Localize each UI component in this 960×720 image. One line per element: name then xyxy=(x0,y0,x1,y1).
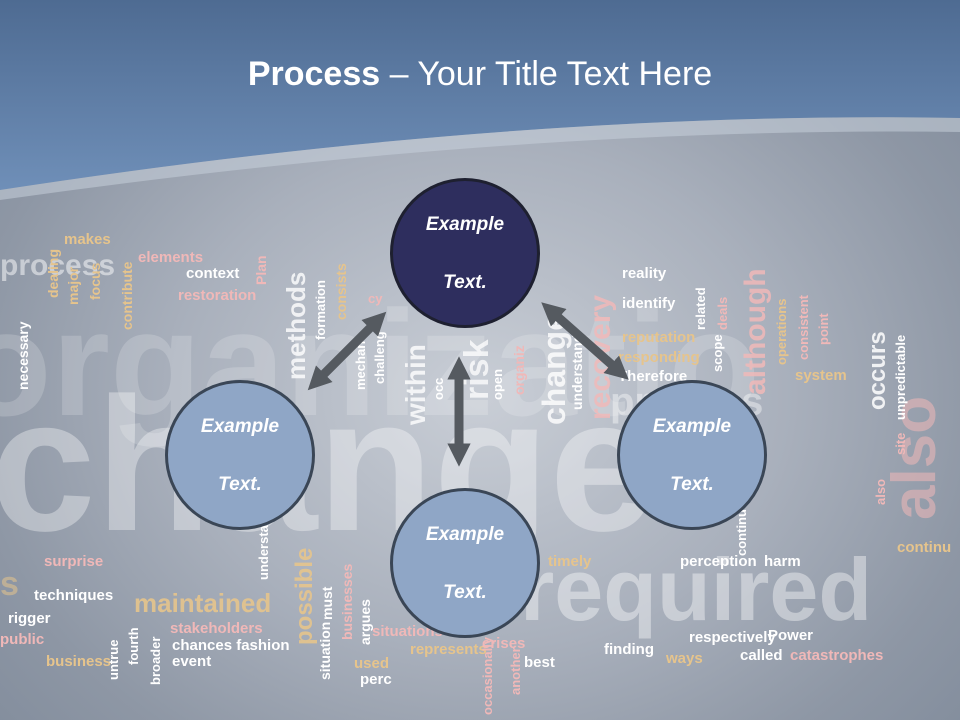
cloud-word: respectively xyxy=(689,629,776,646)
cloud-word: continu xyxy=(897,539,951,556)
cloud-word: must xyxy=(319,586,335,620)
cloud-word: possible xyxy=(291,548,318,645)
node-text-line: Example xyxy=(652,415,732,437)
cloud-word: perception xyxy=(680,553,757,570)
cloud-word: surprise xyxy=(44,553,103,570)
cloud-word: responding xyxy=(618,349,700,366)
cloud-word: although xyxy=(739,268,772,395)
cloud-word: crises xyxy=(482,635,525,652)
cloud-word: methods xyxy=(281,272,311,380)
cloud-word: businesses xyxy=(339,564,355,640)
cloud-word: site xyxy=(893,433,908,455)
cloud-word: also xyxy=(880,396,949,520)
cloud-word: used xyxy=(354,655,389,672)
cloud-word: process xyxy=(0,249,115,282)
cloud-word: elements xyxy=(138,249,203,266)
cloud-word: context xyxy=(186,265,239,282)
cloud-word: chances fashion xyxy=(172,637,290,654)
node-text-line: Example xyxy=(425,213,505,235)
cloud-word: event xyxy=(172,653,211,670)
cloud-word: s xyxy=(0,565,19,603)
cloud-word: restoration xyxy=(178,287,256,304)
cloud-word: also xyxy=(873,479,888,505)
cloud-word: rigger xyxy=(8,610,51,627)
cloud-word: fourth xyxy=(126,627,141,665)
cloud-word: occ xyxy=(431,378,446,400)
title-rest: – Your Title Text Here xyxy=(380,55,713,93)
cloud-word: reality xyxy=(622,265,667,282)
cloud-word: required xyxy=(520,540,872,639)
cloud-word: operations xyxy=(774,299,789,365)
cloud-word: occasionally xyxy=(480,636,495,715)
cloud-word: consistent xyxy=(796,294,811,360)
node-text-line: Example xyxy=(200,415,280,437)
cloud-word: called xyxy=(740,647,783,664)
cloud-word: finding xyxy=(604,641,654,658)
node-text-line: Text. xyxy=(443,271,487,293)
cloud-word: contribute xyxy=(119,261,135,330)
cloud-word: harm xyxy=(764,553,801,570)
cloud-word: identify xyxy=(622,295,676,312)
cloud-word: untrue xyxy=(106,640,121,680)
cloud-word: related xyxy=(693,287,708,330)
cloud-word: major xyxy=(65,266,81,305)
cloud-word: within xyxy=(400,344,431,426)
cloud-word: situation xyxy=(317,622,333,680)
cloud-word: point xyxy=(816,313,831,345)
node-text-line: Example xyxy=(425,523,505,545)
cloud-word: makes xyxy=(64,231,111,248)
cloud-word: scope xyxy=(710,334,725,372)
cloud-word: argues xyxy=(357,599,373,645)
cloud-word: deals xyxy=(715,297,730,330)
cloud-word: consists xyxy=(333,263,349,320)
cloud-word: techniques xyxy=(34,587,113,604)
cloud-word: Power xyxy=(768,627,813,644)
node-text-line: Text. xyxy=(443,581,487,603)
cloud-word: change xyxy=(0,359,655,571)
cloud-word: timely xyxy=(548,553,592,570)
cloud-word: open xyxy=(490,369,505,400)
cloud-word: catastrophes xyxy=(790,647,883,664)
node-text-line: Text. xyxy=(670,473,714,495)
cloud-word: ways xyxy=(665,650,703,667)
cloud-word: unpredictable xyxy=(893,335,908,420)
cloud-word: Plan xyxy=(253,255,269,285)
cloud-word: system xyxy=(795,367,847,384)
cloud-word: cy xyxy=(368,291,383,306)
cloud-word: focus xyxy=(87,262,103,300)
cloud-word: perc xyxy=(360,671,392,688)
arrow-top-right xyxy=(541,302,629,380)
cloud-word: public xyxy=(0,631,44,648)
cloud-word: Therefore xyxy=(618,368,687,385)
cloud-word: another xyxy=(508,647,523,695)
cloud-word: represents xyxy=(410,641,487,658)
cloud-word: reputation xyxy=(622,329,695,346)
cloud-word: stakeholders xyxy=(170,620,263,637)
cloud-word: occurs xyxy=(864,331,891,410)
cloud-word: maintained xyxy=(134,588,271,618)
cloud-word: dealing xyxy=(45,249,61,298)
cloud-word: situations xyxy=(372,623,443,640)
cloud-word: broader xyxy=(148,637,163,685)
node-text-line: Text. xyxy=(218,473,262,495)
cloud-word: necessary xyxy=(15,321,31,390)
arrow-top-left xyxy=(307,311,387,391)
cloud-word: organiz xyxy=(511,345,527,395)
cloud-word: best xyxy=(524,654,555,671)
slide-title: Process – Your Title Text Here xyxy=(0,52,960,96)
cloud-word: continu xyxy=(734,509,749,556)
cloud-word: business xyxy=(46,653,111,670)
title-bold: Process xyxy=(247,55,381,93)
